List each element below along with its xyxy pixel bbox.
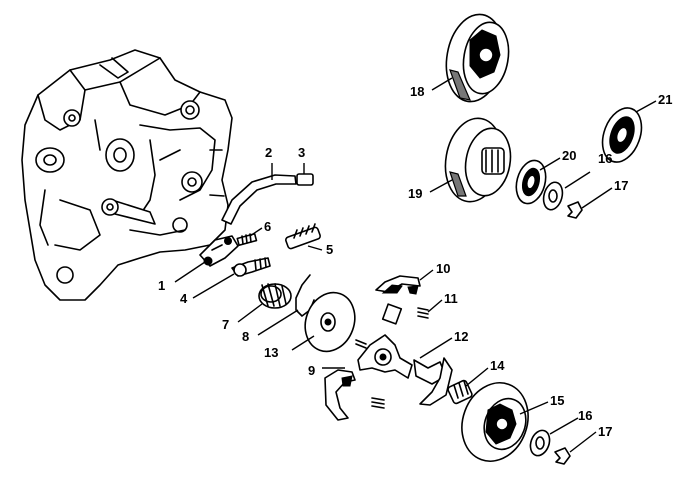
clutch-drum-lower xyxy=(461,382,529,462)
label-19: 19 xyxy=(408,186,422,201)
worm-spindle xyxy=(231,257,271,277)
label-5: 5 xyxy=(326,242,333,257)
label-8: 8 xyxy=(242,329,249,344)
washer-disc xyxy=(304,291,356,353)
e-clip-upper xyxy=(567,201,583,219)
small-spring xyxy=(381,303,429,325)
label-9: 9 xyxy=(308,363,315,378)
label-7: 7 xyxy=(222,317,229,332)
washer-upper xyxy=(542,181,564,211)
label-6: 6 xyxy=(264,219,271,234)
label-16-upper: 16 xyxy=(598,151,612,166)
label-20: 20 xyxy=(562,148,576,163)
label-3: 3 xyxy=(298,145,305,160)
label-10: 10 xyxy=(436,261,450,276)
rim-sprocket-spare xyxy=(601,107,643,163)
label-17-lower: 17 xyxy=(598,424,612,439)
sprocket-drum-middle xyxy=(444,117,512,203)
e-clip-lower xyxy=(554,447,571,465)
screw xyxy=(236,233,258,247)
label-11: 11 xyxy=(444,291,458,306)
hose-connector xyxy=(296,173,314,186)
oil-hose xyxy=(221,174,297,225)
label-18: 18 xyxy=(410,84,424,99)
label-17-upper: 17 xyxy=(614,178,628,193)
part-labels: 1 2 3 4 5 6 7 8 9 10 11 12 13 14 15 16 1… xyxy=(158,84,672,439)
label-21: 21 xyxy=(658,92,672,107)
needle-bearing-ring xyxy=(258,283,292,309)
label-4: 4 xyxy=(180,291,188,306)
label-14: 14 xyxy=(490,358,505,373)
label-1: 1 xyxy=(158,278,165,293)
sprocket-drum-top xyxy=(445,13,510,103)
label-2: 2 xyxy=(265,145,272,160)
label-12: 12 xyxy=(454,329,468,344)
needle-cage xyxy=(447,379,473,405)
clutch-shoe-bottom xyxy=(324,339,385,421)
label-15: 15 xyxy=(550,393,564,408)
clutch-carrier xyxy=(357,334,453,406)
rim-sprocket xyxy=(515,159,547,205)
clutch-shoe-top xyxy=(375,275,421,295)
engine-housing xyxy=(21,49,233,301)
washer-lower xyxy=(529,429,551,457)
spring-assembly xyxy=(285,223,321,250)
label-13: 13 xyxy=(264,345,278,360)
label-16-lower: 16 xyxy=(578,408,592,423)
oil-pump xyxy=(199,235,239,267)
leader-lines xyxy=(174,77,657,453)
